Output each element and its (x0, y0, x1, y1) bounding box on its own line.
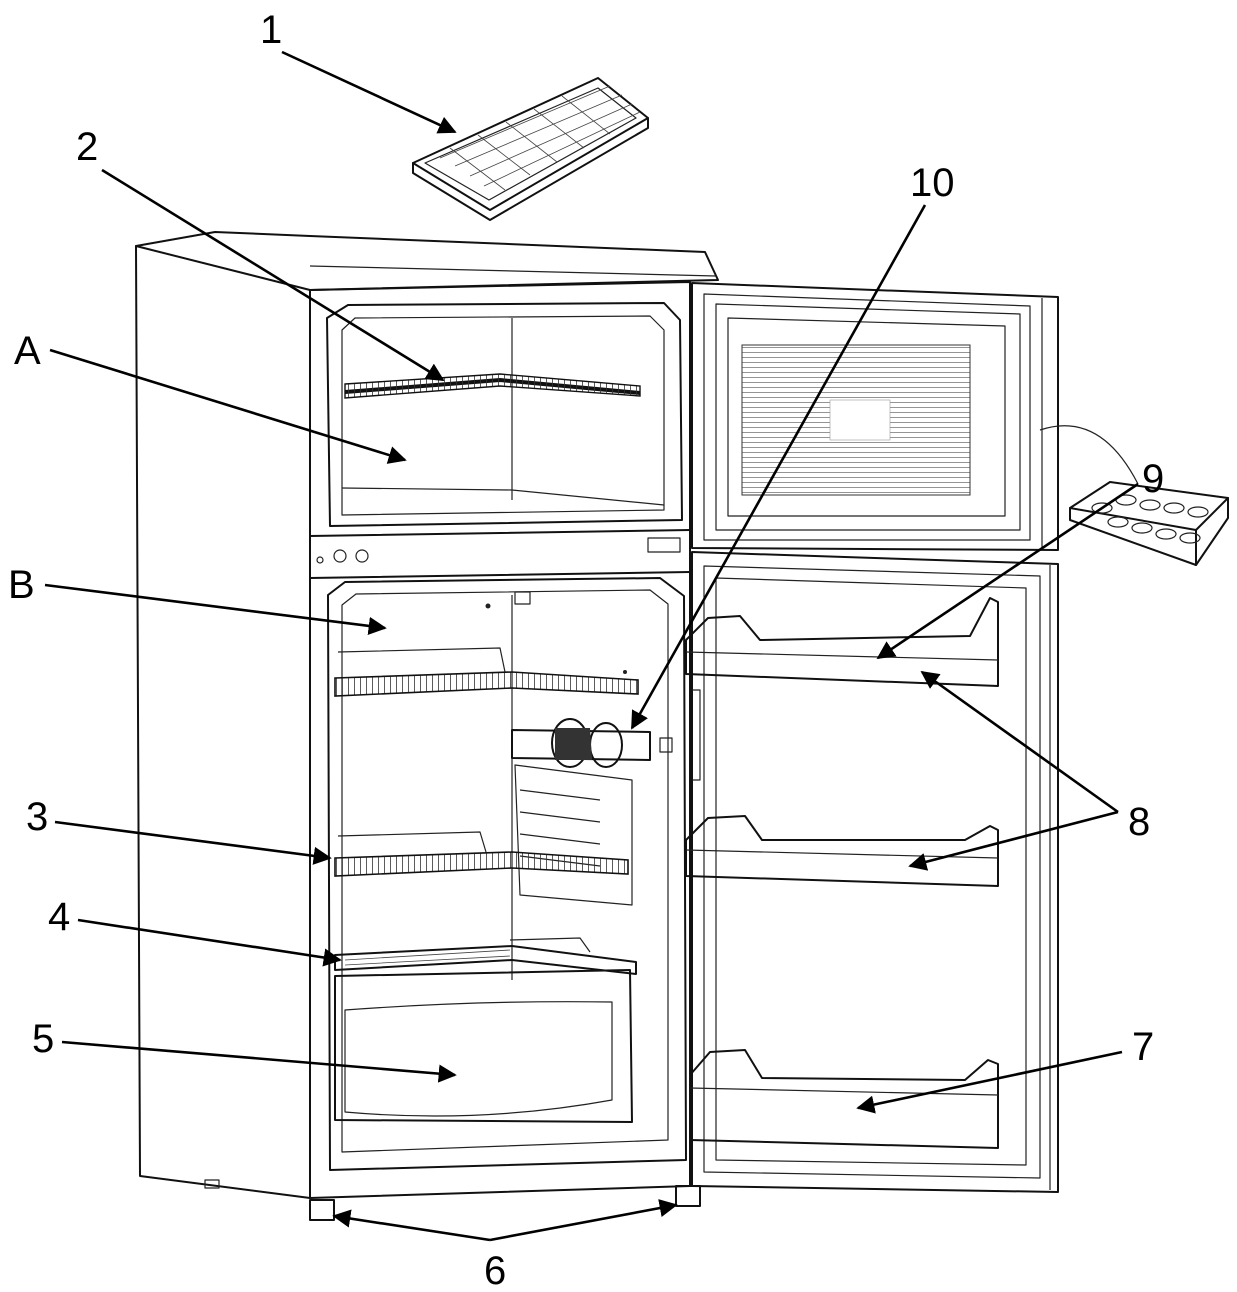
fridge-compartment (327, 577, 687, 1171)
freezer-door (647, 282, 1059, 553)
label-3: 3 (26, 795, 48, 839)
label-6: 6 (484, 1249, 506, 1292)
label-1: 1 (260, 8, 282, 52)
ice-tray (412, 77, 649, 221)
leader-lines (44, 50, 1139, 1242)
door-shelf-upper (685, 597, 999, 687)
levelling-feet (204, 1179, 701, 1221)
label-2: 2 (76, 125, 98, 169)
label-A: A (14, 329, 41, 373)
fridge-door (691, 551, 1059, 1193)
evaporator-panel (514, 764, 633, 906)
fridge-shelf-lower (334, 831, 629, 877)
egg-tray (1039, 425, 1229, 566)
label-7: 7 (1132, 1025, 1154, 1069)
label-5: 5 (32, 1017, 54, 1061)
crisper-cover (334, 937, 637, 975)
label-9: 9 (1142, 457, 1164, 501)
fridge-shelf-upper (334, 647, 639, 697)
crisper-drawer (334, 969, 633, 1123)
fridge-cabinet (135, 231, 719, 1199)
label-10: 10 (910, 161, 955, 205)
door-shelf-middle (685, 815, 999, 887)
thermostat-lamp-unit (511, 718, 673, 768)
label-B: B (8, 563, 35, 607)
label-4: 4 (48, 895, 70, 939)
label-8: 8 (1128, 800, 1150, 844)
callout-labels: 1 2 10 A 9 B 3 8 4 5 7 6 (8, 8, 1164, 1292)
freezer-shelf (344, 373, 641, 399)
bottle-shelf (689, 1049, 999, 1149)
freezer-compartment (326, 302, 683, 527)
